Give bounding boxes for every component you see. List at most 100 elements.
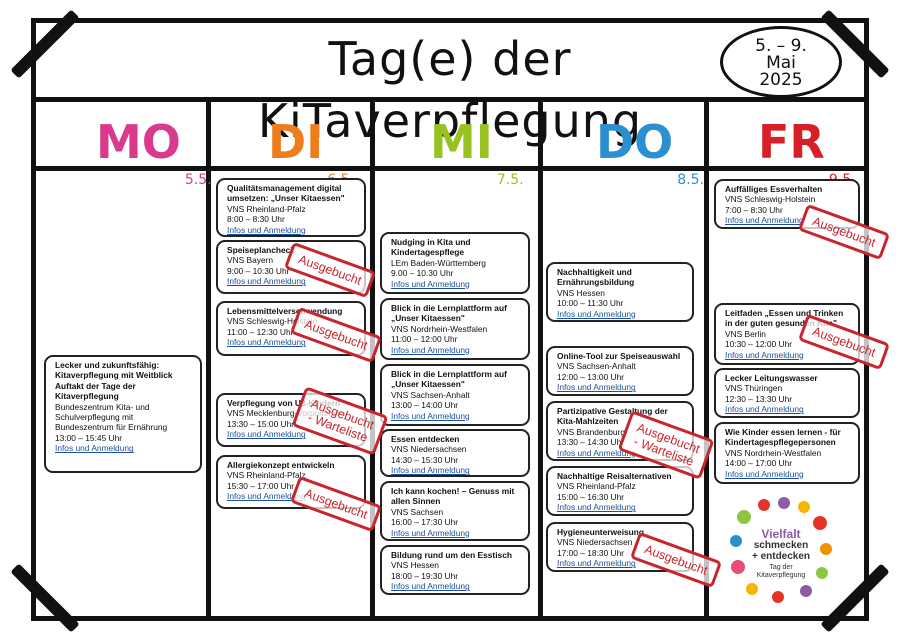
event-time: 18:00 – 19:30 Uhr (391, 570, 459, 581)
day-header-do: DO8.5. (596, 112, 704, 188)
event-time: 14:30 – 15:30 Uhr (391, 454, 459, 465)
info-registration-link[interactable]: Infos und Anmeldung (725, 215, 804, 226)
vielfalt-logo: Vielfalt schmecken + entdecken Tag der K… (722, 493, 840, 605)
event-title: Essen entdecken (391, 434, 460, 444)
info-registration-link[interactable]: Infos und Anmeldung (391, 344, 470, 355)
info-registration-link[interactable]: Infos und Anmeldung (391, 278, 470, 289)
event-card: Blick in die Lernplattform auf „Unser Ki… (380, 298, 530, 360)
info-registration-link[interactable]: Infos und Anmeldung (227, 429, 306, 440)
info-registration-link[interactable]: Infos und Anmeldung (391, 410, 470, 421)
info-registration-link[interactable]: Infos und Anmeldung (557, 502, 636, 513)
event-organizer: LEm Baden-Württemberg (391, 257, 486, 268)
event-card: Essen entdecken VNS Niedersachsen 14:30 … (380, 429, 530, 477)
dayrow-divider (31, 166, 869, 171)
event-title: Leitfaden „Essen und Trinken (725, 308, 844, 318)
info-registration-link[interactable]: Infos und Anmeldung (557, 382, 636, 393)
event-card: Wie Kinder essen lernen - für Kindertage… (714, 422, 860, 484)
event-organizer: VNS Nordrhein-Westfalen (391, 323, 488, 334)
event-title: Kindertagespflegepersonen (725, 437, 836, 448)
event-title: Ich kann kochen! – Genuss mit (391, 486, 515, 496)
day-header-mi: MI7.5. (430, 112, 524, 188)
logo-text: Vielfalt (761, 527, 801, 541)
event-time: 12:30 – 13:30 Uhr (725, 393, 793, 404)
event-organizer: VNS Rheinland-Pfalz (227, 470, 306, 481)
info-registration-link[interactable]: Infos und Anmeldung (557, 308, 636, 319)
day-date: 7.5. (496, 172, 524, 188)
page-title: Tag(e) der KiTaverpflegung (257, 32, 643, 148)
event-title: Nachhaltigkeit und (557, 267, 632, 277)
info-registration-link[interactable]: Infos und Anmeldung (227, 491, 306, 502)
event-time: 11:00 – 12:00 Uhr (391, 334, 458, 345)
event-time: 13:30 – 15:00 Uhr (227, 418, 295, 429)
day-abbr: MO (96, 115, 181, 169)
info-registration-link[interactable]: Infos und Anmeldung (227, 337, 306, 348)
event-title: umsetzen: „Unser Kitaessen" (227, 193, 345, 204)
event-card: Online-Tool zur Speiseauswahl VNS Sachse… (546, 346, 694, 396)
event-title: Nudging in Kita und (391, 237, 471, 247)
day-header-fr: FR9.5. (758, 112, 856, 188)
event-time: 15:00 – 16:30 Uhr (557, 491, 625, 502)
event-title: Lebensmittelverschwendung (227, 306, 343, 316)
food-illustration-icon (730, 497, 832, 603)
event-time: 13:00 – 14:00 Uhr (391, 400, 459, 411)
event-organizer: VNS Sachsen (391, 506, 444, 517)
event-title: Blick in die Lernplattform auf (391, 369, 507, 379)
event-time: 15:30 – 17:00 Uhr (227, 480, 295, 491)
event-title: Online-Tool zur Speiseauswahl (557, 351, 681, 361)
schedule-board (31, 18, 869, 621)
event-time: 17:00 – 18:30 Uhr (557, 547, 625, 558)
date-range-line: 5. – 9. (755, 36, 807, 56)
event-title: Auftakt der Tage der (55, 380, 136, 391)
event-card: Nudging in Kita und Kindertagespflege LE… (380, 232, 530, 294)
event-title: allen Sinnen (391, 496, 441, 507)
event-title: Qualitätsmanagement digital (227, 183, 342, 193)
event-organizer: VNS Nordrhein-Westfalen (725, 447, 822, 458)
event-time: 9:00 – 10:30 Uhr (227, 265, 290, 276)
logo-text: Tag der (769, 564, 793, 571)
info-registration-link[interactable]: Infos und Anmeldung (391, 527, 470, 538)
column-divider (206, 102, 211, 621)
event-title: Nachhaltige Reisalternativen (557, 471, 672, 481)
event-card: Blick in die Lernplattform auf „Unser Ki… (380, 364, 530, 426)
event-card: Nachhaltige Reisalternativen VNS Rheinla… (546, 466, 694, 516)
event-title: „Unser Kitaessen" (391, 313, 465, 324)
info-registration-link[interactable]: Infos und Anmeldung (725, 468, 804, 479)
info-registration-link[interactable]: Infos und Anmeldung (725, 404, 804, 415)
event-organizer: VNS Sachsen-Anhalt (391, 389, 470, 400)
event-title: in der guten gesunden Kita" (725, 318, 837, 329)
info-registration-link[interactable]: Infos und Anmeldung (55, 443, 134, 454)
event-title: Kitaverpflegung (55, 391, 119, 402)
event-time: 10:00 – 11:30 Uhr (557, 298, 624, 309)
event-organizer: VNS Niedersachsen (391, 444, 467, 455)
column-divider (370, 102, 375, 621)
event-title: Speiseplancheck (227, 245, 295, 255)
event-time: 7:00 – 8:30 Uhr (725, 204, 783, 215)
info-registration-link[interactable]: Infos und Anmeldung (725, 349, 804, 360)
event-title: Kitaverpflegung mit Weitblick (55, 370, 173, 381)
logo-text: schmecken (753, 540, 809, 551)
column-divider (704, 102, 709, 621)
event-title: Bildung rund um den Esstisch (391, 550, 512, 560)
day-abbr: FR (758, 115, 825, 169)
event-title: Lecker Leitungswasser (725, 373, 818, 383)
event-time: 9.00 – 10.30 Uhr (391, 268, 454, 279)
event-title: Auffälliges Essverhalten (725, 184, 823, 194)
logo-text: + entdecken (751, 551, 811, 562)
event-title: Kindertagespflege (391, 247, 465, 258)
header-divider (31, 97, 869, 102)
info-registration-link[interactable]: Infos und Anmeldung (391, 465, 470, 476)
event-organizer: VNS Sachsen-Anhalt (557, 361, 636, 372)
event-time: 12:00 – 13:00 Uhr (557, 371, 625, 382)
info-registration-link[interactable]: Infos und Anmeldung (227, 224, 306, 235)
day-abbr: MI (430, 115, 493, 169)
event-organizer: VNS Berlin (725, 328, 766, 339)
event-time: 11:00 – 12:30 Uhr (227, 326, 294, 337)
event-title: „Unser Kitaessen" (391, 379, 465, 390)
info-registration-link[interactable]: Infos und Anmeldung (227, 276, 306, 287)
event-title: Ernährungsbildung (557, 277, 635, 288)
event-title: Verpflegung von U3-Kindern (227, 398, 341, 408)
event-title: Wie Kinder essen lernen - für (725, 427, 841, 437)
info-registration-link[interactable]: Infos und Anmeldung (391, 581, 470, 592)
info-registration-link[interactable]: Infos und Anmeldung (557, 447, 636, 458)
info-registration-link[interactable]: Infos und Anmeldung (557, 558, 636, 569)
